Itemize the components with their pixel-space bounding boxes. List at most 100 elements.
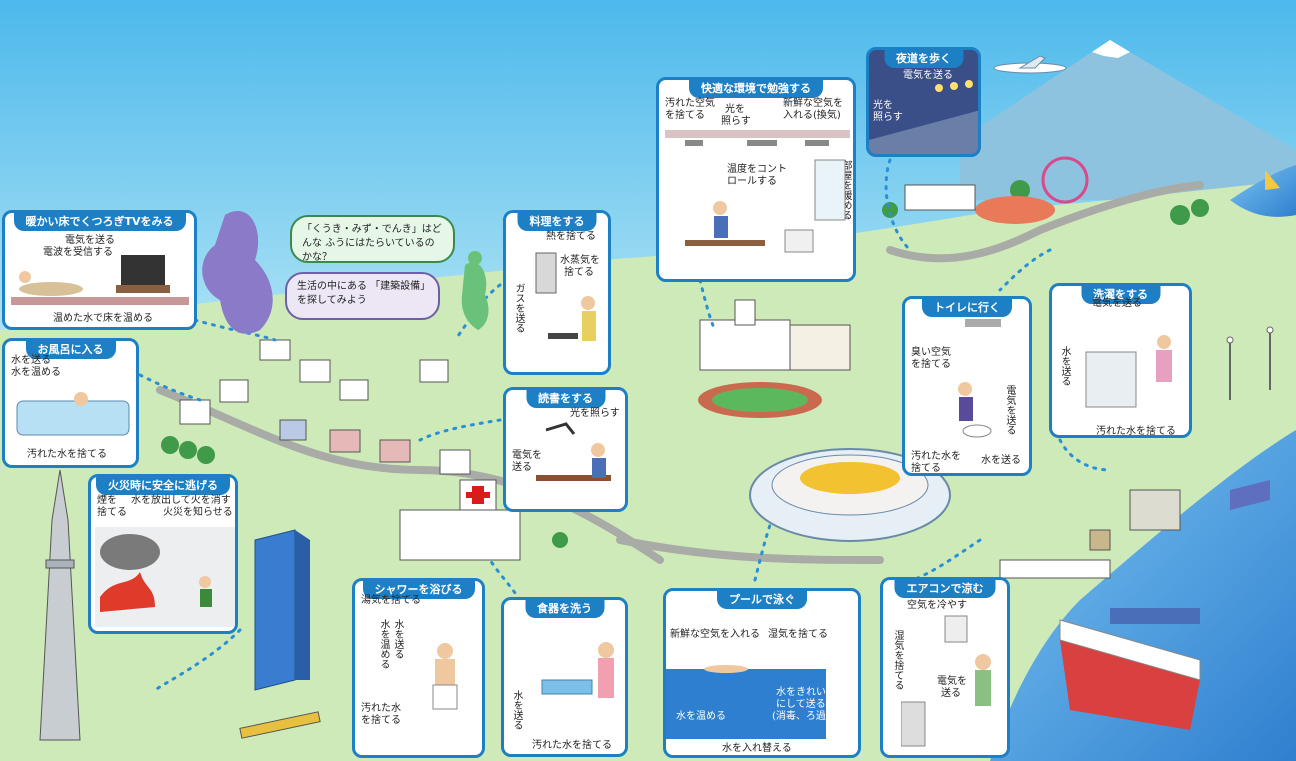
dish-scene bbox=[541, 642, 614, 698]
panel-dish: 食器を洗う 水を送る 汚れた水を捨てる bbox=[501, 597, 628, 757]
label: 煙を bbox=[97, 495, 117, 506]
label: 臭い空気 bbox=[911, 347, 951, 358]
label: を捨てる bbox=[665, 110, 705, 121]
sailboat bbox=[1265, 170, 1280, 190]
panel-title: 読書をする bbox=[526, 390, 605, 408]
panel-title: 食器を洗う bbox=[525, 600, 604, 618]
label: 電波を受信する bbox=[43, 247, 113, 258]
panel-study: 快適な環境で勉強する 汚れた空気 を捨てる 光を 照らす 新鮮な空気を 入れる(… bbox=[656, 77, 856, 282]
label: 捨てる bbox=[97, 507, 127, 518]
green-character bbox=[461, 251, 489, 330]
stadium bbox=[749, 448, 951, 542]
label: 汚れた水を bbox=[911, 451, 961, 462]
panel-read: 読書をする 光を照らす 電気を 送る bbox=[503, 387, 628, 512]
tokyo-skytree bbox=[39, 469, 81, 741]
panel-title: 火災時に安全に逃げる bbox=[96, 477, 230, 495]
label: 照らす bbox=[873, 112, 903, 123]
panel-title: 洗濯をする bbox=[1081, 286, 1160, 304]
label: 湿気を捨てる bbox=[892, 630, 903, 690]
label: 送る bbox=[512, 462, 532, 473]
label: 水を温める bbox=[676, 711, 726, 722]
label: 電気を送る bbox=[903, 70, 953, 81]
label: 温めた水で床を温める bbox=[53, 313, 153, 324]
label: を捨てる bbox=[911, 359, 951, 370]
panel-fire: 火災時に安全に逃げる 煙を 捨てる 水を放出して火を消す 火災を知らせる bbox=[88, 474, 238, 634]
label: 電気を bbox=[512, 450, 542, 461]
panel-title: 料理をする bbox=[517, 213, 597, 231]
label: 光を bbox=[873, 100, 893, 111]
panel-title: プールで泳ぐ bbox=[717, 591, 807, 609]
label: 捨てる bbox=[564, 267, 594, 278]
label: 照らす bbox=[721, 116, 751, 127]
bath-scene bbox=[16, 392, 130, 436]
label: 水を送る bbox=[392, 619, 403, 659]
panel-title: 暖かい床でくつろぎTVをみる bbox=[13, 213, 186, 231]
label: 水を送る bbox=[981, 455, 1021, 466]
label: 汚れた水 bbox=[361, 703, 401, 714]
shower-scene bbox=[432, 643, 458, 710]
label: 水蒸気を bbox=[560, 255, 600, 266]
panel-title: エアコンで涼む bbox=[894, 580, 996, 598]
train bbox=[239, 711, 321, 739]
panel-title: シャワーを浴びる bbox=[362, 581, 475, 599]
aircon-scene bbox=[901, 615, 991, 747]
label: 電気を送る bbox=[1092, 298, 1142, 309]
label: 水を放出して火を消す bbox=[131, 495, 231, 506]
label: 電気を bbox=[937, 676, 967, 687]
airplane-icon bbox=[993, 55, 1067, 74]
cruise-ship bbox=[1059, 608, 1201, 730]
label: 水を送る bbox=[511, 690, 522, 730]
toilet-scene bbox=[958, 319, 1001, 438]
trees bbox=[161, 180, 1209, 548]
label: 新鮮な空気を bbox=[783, 98, 843, 109]
hospital bbox=[399, 479, 521, 561]
label: 汚れた水を捨てる bbox=[532, 740, 612, 751]
roads bbox=[156, 181, 1204, 564]
panel-bath: お風呂に入る 水を送る 水を温める 汚れた水を捨てる bbox=[2, 338, 139, 468]
school bbox=[698, 299, 851, 418]
label: 汚れた水を捨てる bbox=[1096, 426, 1176, 437]
label: 汚れた水を捨てる bbox=[27, 449, 107, 460]
label: 水をきれい bbox=[776, 687, 826, 698]
residential-area bbox=[179, 339, 471, 475]
wind-turbines bbox=[1226, 326, 1274, 400]
label: 光を bbox=[725, 104, 745, 115]
label: 温度をコント bbox=[727, 164, 787, 175]
question-text: 「くうき・みず・でんき」はどんな ふうにはたらいているのかな？ bbox=[302, 224, 442, 263]
label: 汚れた空気 bbox=[665, 98, 715, 109]
panel-title: 夜道を歩く bbox=[884, 50, 963, 68]
question-bubble: 「くうき・みず・でんき」はどんな ふうにはたらいているのかな？ bbox=[290, 215, 455, 263]
label: 水を温める bbox=[11, 367, 61, 378]
pool-scene bbox=[666, 665, 826, 739]
label: 入れる(換気) bbox=[783, 110, 841, 121]
label: ロールする bbox=[727, 176, 777, 187]
panel-title: 快適な環境で勉強する bbox=[689, 80, 823, 98]
label: を捨てる bbox=[361, 715, 401, 726]
hint-bubble: 生活の中にある 「建築設備」を探してみよう bbox=[285, 272, 440, 320]
label: (消毒、ろ過) bbox=[772, 711, 830, 722]
label: 電気を送る bbox=[65, 235, 115, 246]
fire-scene bbox=[95, 527, 235, 627]
hint-text: 生活の中にある 「建築設備」を探してみよう bbox=[297, 281, 426, 306]
label: 熱を捨てる bbox=[546, 231, 596, 242]
label: 水を送る bbox=[11, 355, 51, 366]
cook-scene bbox=[535, 252, 596, 341]
label: 水を温める bbox=[378, 619, 389, 669]
harbour bbox=[999, 480, 1270, 579]
night-scene bbox=[869, 80, 978, 154]
label: 捨てる bbox=[911, 463, 941, 474]
label: 光を照らす bbox=[570, 408, 620, 419]
laundry-scene bbox=[1085, 335, 1172, 408]
panel-title: お風呂に入る bbox=[25, 341, 116, 359]
label: にして送る bbox=[776, 699, 826, 710]
read-scene bbox=[536, 422, 611, 481]
label: 送る bbox=[941, 688, 961, 699]
label: 新鮮な空気を入れる bbox=[670, 629, 760, 640]
panel-shower: シャワーを浴びる 湯気を捨てる 水を送る 水を温める 汚れた水 を捨てる bbox=[352, 578, 485, 758]
label: 空気を冷やす bbox=[907, 600, 967, 611]
panel-cook: 料理をする 熱を捨てる 水蒸気を 捨てる ガスを送る bbox=[503, 210, 611, 375]
label: 湿気を捨てる bbox=[768, 629, 828, 640]
amusement-park bbox=[904, 156, 1089, 224]
label: 水を送る bbox=[1059, 346, 1070, 386]
label: 電気を送る bbox=[1004, 385, 1015, 435]
